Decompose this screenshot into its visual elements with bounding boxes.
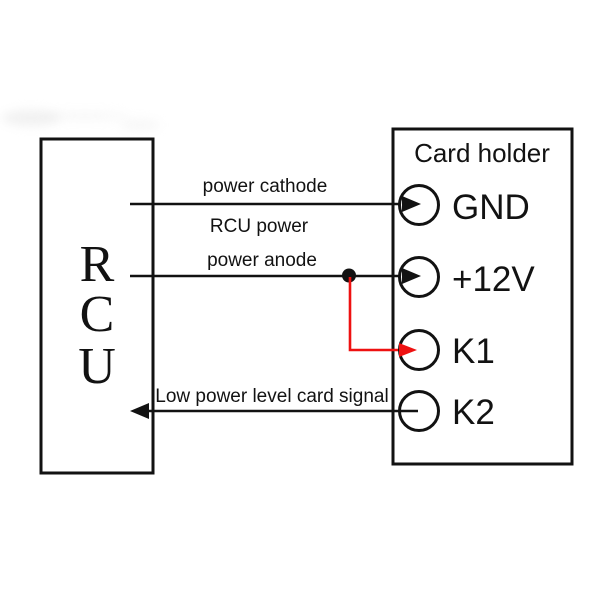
- rcu-label-letter-c: C: [80, 286, 115, 343]
- rcu-label-letter-u: U: [78, 338, 116, 395]
- label-power-cathode: power cathode: [203, 176, 328, 197]
- junction-dot: [342, 268, 356, 283]
- terminal-label-k1: K1: [452, 332, 495, 371]
- arrow-right-icon-12v-inner: [402, 268, 421, 284]
- rcu-label-letter-r: R: [80, 236, 115, 293]
- label-rcu-power: RCU power: [210, 216, 309, 237]
- terminal-circle-12v: [398, 256, 440, 298]
- arrow-right-icon-gnd-inner: [402, 196, 421, 212]
- arrow-left-icon-signal: [130, 403, 149, 419]
- arrow-right-icon-k1-inner: [399, 343, 417, 357]
- label-card-signal: Low power level card signal: [155, 386, 388, 407]
- terminal-circle-gnd: [398, 184, 440, 226]
- background-smudge: [40, 112, 130, 120]
- card-holder-box: [391, 127, 574, 466]
- rcu-box: [39, 137, 155, 475]
- terminal-label-gnd: GND: [452, 188, 530, 227]
- background-smudge: [2, 110, 60, 126]
- label-power-anode: power anode: [207, 250, 317, 271]
- terminal-label-k2: K2: [452, 393, 495, 432]
- terminal-label-12v: +12V: [452, 260, 535, 299]
- card-holder-title: Card holder: [414, 138, 550, 168]
- wire-k1-red-branch: [348, 277, 401, 352]
- background-smudge: [120, 120, 160, 130]
